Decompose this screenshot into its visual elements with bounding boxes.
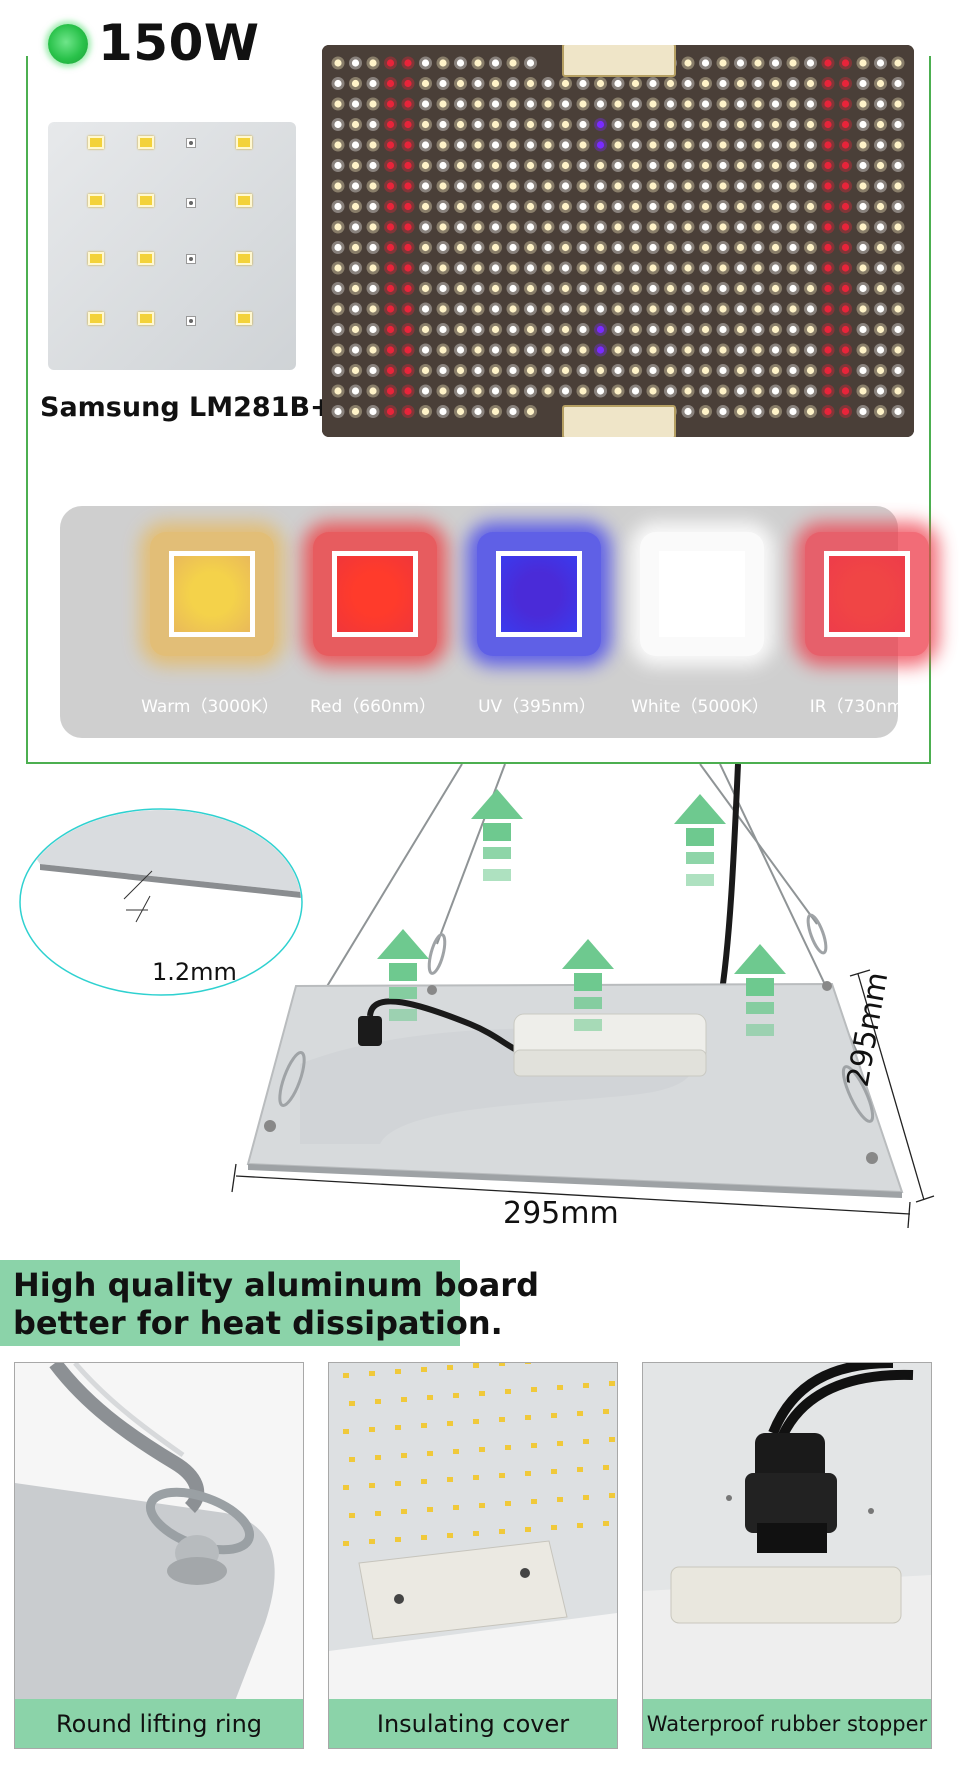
lifting-hooks (278, 913, 875, 1123)
led-array (322, 45, 914, 437)
headline-banner: High quality aluminum board better for h… (0, 1260, 539, 1346)
heat-arrows (377, 789, 786, 1036)
led-panel-image (322, 45, 914, 437)
frame-border (26, 56, 28, 764)
heat-dissipation-diagram (19, 764, 935, 1229)
uv-led-icon (496, 551, 582, 637)
spectrum-label: IR（730nm） (809, 697, 921, 717)
power-driver (513, 1013, 707, 1077)
insulating-cover-photo (329, 1363, 617, 1701)
driver-cable (367, 998, 531, 1057)
red-led-icon (332, 551, 418, 637)
feature-card-lifting-ring: Round lifting ring (14, 1362, 304, 1749)
feature-card-insulating-cover: Insulating cover (328, 1362, 618, 1749)
spectrum-label: Red（660nm） (309, 697, 437, 717)
headline-line-1: High quality aluminum board (13, 1266, 539, 1304)
led-chip-icon (88, 252, 104, 265)
led-chip-icon (236, 194, 252, 207)
led-chip-icon (138, 252, 154, 265)
ir-led-icon (824, 551, 910, 637)
smd-component-icon (186, 316, 196, 326)
rubber-stopper-photo (643, 1363, 931, 1701)
led-chip-closeup (48, 122, 296, 370)
smd-component-icon (186, 198, 196, 208)
led-chip-icon (236, 252, 252, 265)
led-chip-icon (138, 312, 154, 325)
led-chip-icon (236, 312, 252, 325)
led-chip-icon (88, 136, 104, 149)
led-chip-icon (138, 194, 154, 207)
smd-component-icon (186, 138, 196, 148)
headline-line-2: better for heat dissipation. (13, 1304, 503, 1342)
spectrum-label: UV（395nm） (478, 697, 596, 717)
cable-gland (358, 1016, 382, 1046)
led-chip-icon (88, 194, 104, 207)
card-caption: Insulating cover (329, 1699, 617, 1748)
chip-model-caption: Samsung LM281B+ (40, 392, 333, 423)
feature-card-rubber-stopper: Waterproof rubber stopper (642, 1362, 932, 1749)
led-chip-icon (236, 136, 252, 149)
card-caption: Round lifting ring (15, 1699, 303, 1748)
lifting-ring-photo (15, 1363, 303, 1701)
spectrum-card: Warm（3000K） Red（660nm） UV（395nm） White（5… (60, 506, 929, 738)
spectrum-item-ir: IR（730nm） (790, 524, 940, 724)
board-screws (264, 981, 878, 1164)
power-indicator-icon (48, 24, 88, 64)
led-chip-icon (88, 312, 104, 325)
spectrum-item-warm: Warm（3000K） (135, 524, 285, 724)
width-dimension-label: 295mm (503, 1196, 619, 1231)
panel-bracket-bottom (562, 405, 676, 437)
spectrum-label: Warm（3000K） (141, 697, 279, 717)
led-chip-icon (138, 136, 154, 149)
panel-bracket-top (562, 45, 676, 77)
spectrum-item-white: White（5000K） (625, 524, 775, 724)
thickness-label: 1.2mm (152, 958, 237, 986)
spectrum-label: White（5000K） (631, 697, 769, 717)
spectrum-item-red: Red（660nm） (298, 524, 448, 724)
power-rating: 150W (98, 14, 260, 72)
spectrum-item-uv: UV（395nm） (462, 524, 612, 724)
smd-component-icon (186, 254, 196, 264)
thickness-callout (19, 808, 303, 996)
warm-led-icon (169, 551, 255, 637)
white-led-icon (659, 551, 745, 637)
dimension-lines (231, 969, 935, 1229)
card-caption: Waterproof rubber stopper (643, 1699, 931, 1748)
